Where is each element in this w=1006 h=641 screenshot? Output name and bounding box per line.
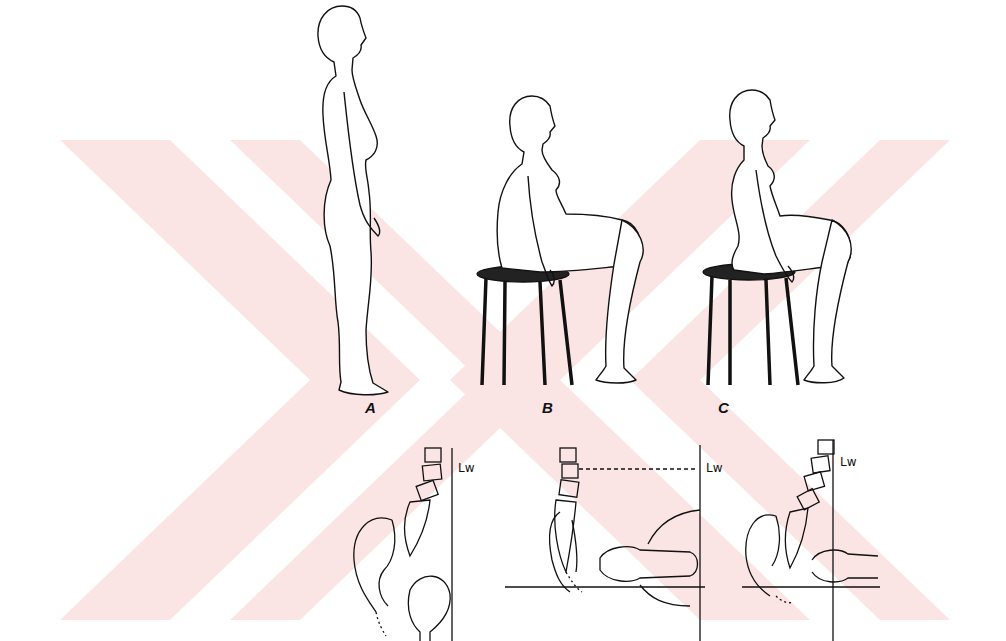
sacrum [786, 508, 809, 568]
vertebra [818, 440, 834, 454]
seat-line [505, 586, 705, 587]
ilium [746, 515, 780, 596]
sacrum [555, 500, 576, 572]
arm [344, 92, 380, 236]
lumbar-label: Lw [840, 456, 857, 468]
femur [812, 550, 878, 582]
stool [482, 278, 572, 385]
plumb-line [699, 445, 700, 641]
pelvis-diagram-c [742, 440, 880, 641]
watermark-chevron [630, 140, 950, 620]
sitting-figure-c [703, 90, 851, 385]
arm [756, 170, 794, 282]
vertebra [416, 480, 438, 500]
body-outline [318, 6, 388, 395]
standing-figure [318, 6, 388, 395]
sitting-figure-b [477, 96, 643, 385]
vertebra [811, 456, 830, 473]
coccyx [776, 596, 794, 603]
lw-dashed-line [579, 468, 698, 469]
vertebra [559, 480, 579, 497]
coccyx [376, 612, 386, 636]
leg [804, 220, 851, 383]
ilium [354, 518, 395, 612]
sacrum [405, 500, 430, 556]
figure-letter: B [542, 400, 553, 415]
vertebra [797, 489, 819, 510]
coccyx [566, 572, 582, 592]
lumbar-label: Lw [458, 462, 475, 474]
knee-tissue [640, 510, 700, 606]
seat-line [742, 586, 880, 587]
vertebra [804, 472, 824, 491]
vertebra [422, 464, 441, 481]
femur [600, 547, 698, 582]
figure-letter: A [365, 400, 376, 415]
plumb-line [451, 448, 452, 641]
leg [596, 220, 643, 383]
lumbar-label: Lw [706, 462, 723, 474]
femoral-head [408, 576, 450, 641]
stool [708, 276, 798, 385]
pelvis-diagram-a [354, 448, 452, 641]
ilium [550, 512, 577, 592]
vertebra [560, 448, 576, 462]
figure-letter: C [718, 400, 729, 415]
pelvis-diagram-b [505, 445, 705, 641]
vertebra [562, 464, 578, 478]
plumb-line [832, 440, 833, 641]
vertebra [425, 448, 441, 462]
arm [528, 176, 554, 286]
